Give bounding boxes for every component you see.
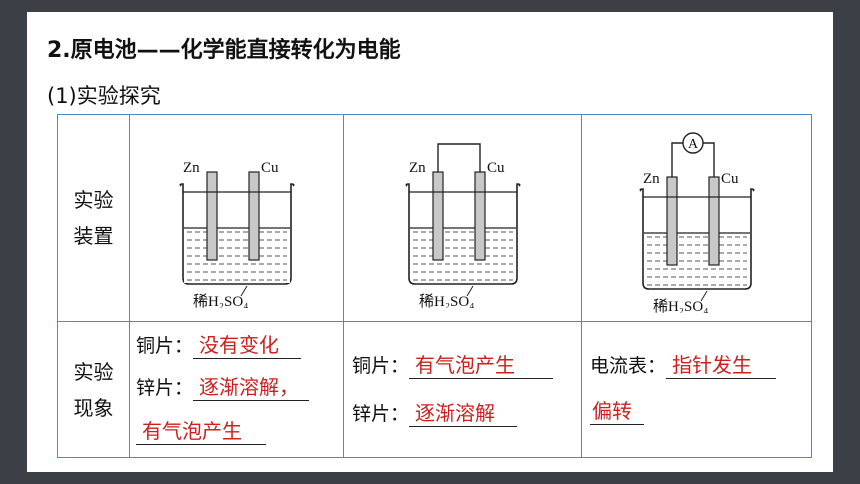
meter-label-text: 电流表： (590, 355, 667, 377)
copper-observation: 铜片：有气泡产生 (352, 352, 554, 379)
copper-answer: 没有变化 (193, 332, 302, 359)
zinc-label: Zn (643, 171, 660, 187)
row-header-line: 实验 (73, 188, 114, 212)
apparatus-row: 实验 装置 (57, 114, 812, 322)
beaker-diagram-3: A (639, 132, 754, 313)
solution-label: 稀H₂SO₄ (419, 293, 474, 308)
phenomena-cell-1: 铜片：没有变化 锌片：逐渐溶解， 有气泡产生 (129, 321, 344, 458)
experiment-table: 实验 装置 (57, 114, 812, 458)
zinc-electrode (205, 171, 218, 261)
connecting-wire (670, 142, 683, 177)
zinc-electrode (665, 176, 678, 266)
beaker (405, 183, 520, 285)
copper-label-text: 铜片： (352, 355, 410, 377)
meter-answer-part1: 指针发生 (666, 352, 777, 379)
copper-electrode (473, 171, 486, 261)
solution-label: 稀H₂SO₄ (193, 293, 248, 308)
copper-label-text: 铜片： (136, 335, 194, 357)
zinc-label-text: 锌片： (352, 403, 410, 425)
zinc-label-text: 锌片： (136, 377, 194, 399)
copper-electrode (707, 176, 720, 266)
copper-electrode (247, 171, 260, 261)
beaker-diagram-2: Zn Cu 稀H₂SO₄ (405, 143, 520, 308)
section-title: 2.原电池——化学能直接转化为电能 (47, 38, 401, 63)
phenomena-row: 实验 现象 铜片：没有变化 锌片：逐渐溶解， 有气泡产生 铜片：有气泡产生 (57, 321, 812, 458)
slide: 2.原电池——化学能直接转化为电能 (1)实验探究 实验 装置 (27, 12, 833, 472)
zinc-label: Zn (183, 160, 200, 176)
zinc-answer: 逐渐溶解 (409, 400, 518, 427)
meter-observation-continued: 偏转 (590, 398, 644, 425)
beaker (179, 183, 294, 285)
row-header-line: 装置 (73, 224, 114, 248)
copper-label: Cu (721, 171, 739, 187)
zinc-electrode (431, 171, 444, 261)
meter-observation: 电流表：指针发生 (590, 352, 777, 379)
zinc-observation: 锌片：逐渐溶解， (136, 374, 310, 401)
copper-observation: 铜片：没有变化 (136, 332, 302, 359)
row-header-line: 现象 (73, 395, 114, 420)
zinc-observation-continued: 有气泡产生 (136, 418, 266, 445)
copper-label: Cu (261, 160, 279, 176)
zinc-observation: 锌片：逐渐溶解 (352, 400, 518, 427)
subsection-title: (1)实验探究 (47, 84, 161, 108)
row-header-phenomena: 实验 现象 (57, 321, 130, 458)
row-header-apparatus: 实验 装置 (57, 114, 130, 322)
solution-label: 稀H₂SO₄ (653, 298, 708, 313)
connecting-wire (436, 143, 481, 172)
apparatus-cell-2: Zn Cu 稀H₂SO₄ (343, 114, 582, 322)
zinc-answer-part1: 逐渐溶解， (193, 374, 310, 401)
apparatus-cell-3: A (581, 114, 812, 322)
apparatus-cell-1: Zn Cu 稀H₂SO₄ (129, 114, 344, 322)
copper-answer: 有气泡产生 (409, 352, 554, 379)
row-header-line: 实验 (73, 359, 114, 384)
phenomena-cell-2: 铜片：有气泡产生 锌片：逐渐溶解 (343, 321, 582, 458)
zinc-answer-part2: 有气泡产生 (136, 418, 266, 445)
ammeter-label: A (687, 137, 698, 152)
beaker (639, 188, 754, 290)
ammeter-icon (681, 132, 704, 154)
phenomena-cell-3: 电流表：指针发生 偏转 (581, 321, 812, 458)
connecting-wire (702, 142, 715, 177)
zinc-label: Zn (409, 160, 426, 176)
beaker-diagram-1: Zn Cu 稀H₂SO₄ (179, 160, 294, 308)
copper-label: Cu (487, 160, 505, 176)
meter-answer-part2: 偏转 (590, 398, 644, 425)
